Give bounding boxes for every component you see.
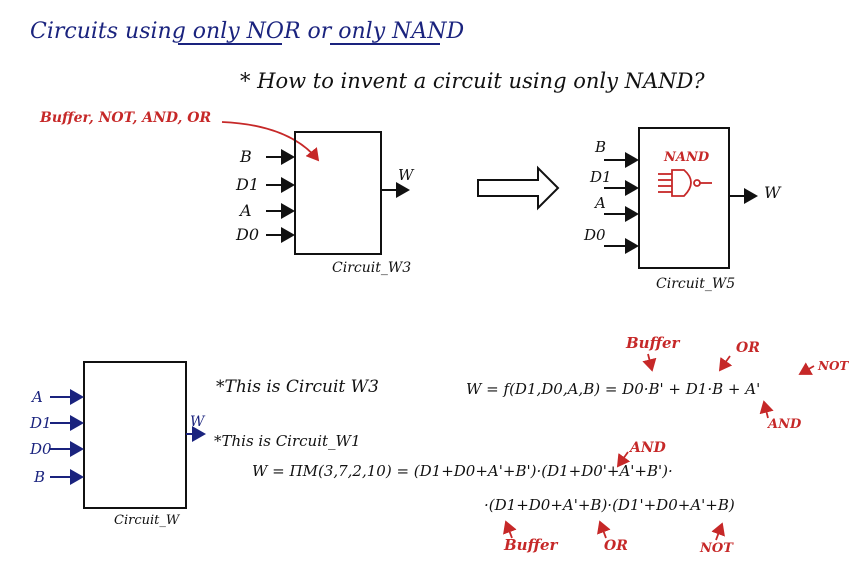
w3-input-d1: D1	[235, 175, 259, 194]
nand-gate-icon	[658, 169, 712, 197]
annotation-and-mid: AND	[628, 440, 667, 456]
annotation-and-mid-arrow	[616, 451, 631, 468]
annotation-not-top: NOT	[817, 359, 849, 373]
w-input-d0: D0	[29, 440, 52, 458]
circuit-w5-box	[638, 127, 730, 269]
w3-input-d0: D0	[235, 225, 259, 244]
w-input-d1: D1	[29, 414, 52, 432]
w-input-b: B	[33, 468, 45, 486]
w5-input-b: B	[594, 138, 606, 156]
w-input-a: A	[30, 388, 43, 406]
w5-output: W	[764, 183, 782, 202]
w3-input-a: A	[238, 201, 252, 220]
annotation-buffer-top-arrow	[642, 353, 657, 372]
annotation-not-top-arrow	[798, 362, 815, 375]
equation-w1-line2: ·(D1+D0+A'+B)·(D1'+D0+A'+B)	[484, 496, 735, 514]
circuit-w5: B D1 A D0 NAND W Circuit_W5	[583, 127, 782, 292]
annotation-or-bottom-arrow	[597, 520, 611, 539]
buffer-note: Buffer, NOT, AND, OR	[39, 110, 211, 126]
transform-arrow	[477, 165, 560, 211]
w5-input-a: A	[593, 194, 606, 212]
page-title: Circuits using only NOR or only NAND	[30, 19, 465, 44]
annotation-not-bottom-arrow	[711, 522, 725, 541]
w3-output: W	[398, 166, 415, 184]
question-text: * How to invent a circuit using only NAN…	[240, 69, 705, 93]
circuit-w3: B D1 A D0 W Circuit_W3	[235, 131, 415, 276]
equation-w1-line1: W = ΠM(3,7,2,10) = (D1+D0+A'+B')·(D1+D0'…	[252, 462, 673, 480]
w5-name: Circuit_W5	[656, 276, 735, 292]
equation-w3: W = f(D1,D0,A,B) = D0·B' + D1·B + A'	[466, 380, 760, 398]
w5-input-d0: D0	[583, 226, 606, 244]
annotation-buffer-top: Buffer	[625, 334, 681, 352]
annotation-not-bottom: NOT	[699, 541, 734, 556]
w-name: Circuit_W	[114, 513, 181, 528]
w5-input-d1: D1	[589, 168, 612, 186]
annotation-and-top: AND	[766, 417, 802, 432]
circuit-w: A D1 D0 B W Circuit_W	[29, 361, 206, 528]
circuit-w-box	[83, 361, 187, 509]
w3-name: Circuit_W3	[332, 260, 411, 276]
circuit-w3-box	[294, 131, 382, 255]
annotation-and-top-arrow	[759, 400, 774, 419]
note-this-is-w3: *This is Circuit W3	[216, 377, 379, 397]
annotation-buffer-bottom-arrow	[503, 520, 517, 539]
annotation-buffer-bottom: Buffer	[503, 536, 559, 554]
note-this-is-w1: *This is Circuit_W1	[214, 432, 360, 450]
annotation-or-top-arrow	[718, 355, 733, 372]
buffer-note-arrow	[221, 121, 320, 162]
w3-input-b: B	[239, 147, 252, 166]
w5-gate-label: NAND	[663, 150, 710, 165]
w-output: W	[190, 414, 206, 430]
annotation-or-top: OR	[736, 340, 760, 356]
annotation-or-bottom: OR	[604, 538, 628, 554]
